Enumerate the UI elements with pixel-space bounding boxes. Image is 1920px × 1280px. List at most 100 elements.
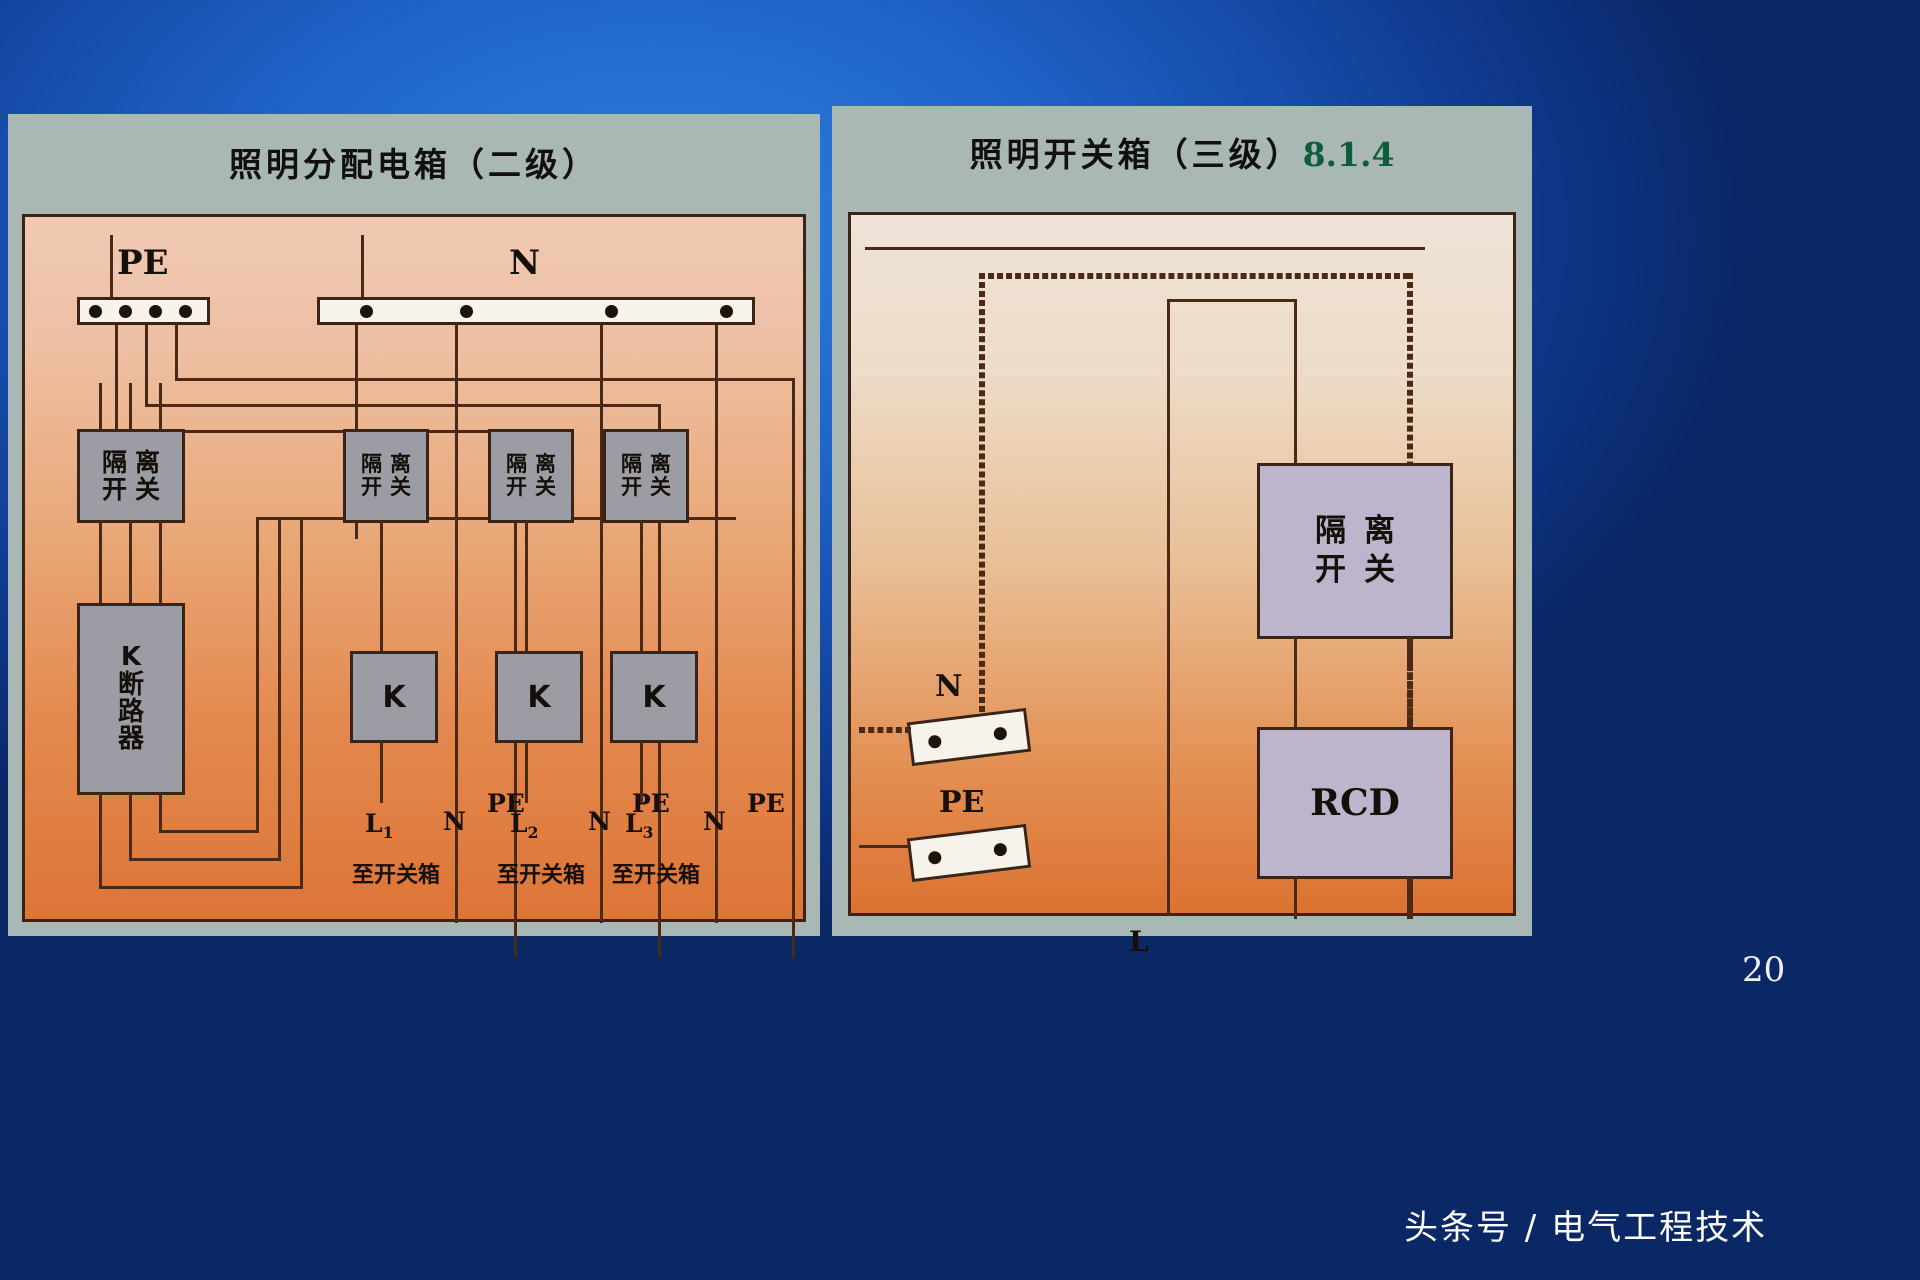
watermark: 头条号 / 电气工程技术 (1404, 1208, 1768, 1248)
branch-link-wire (640, 521, 643, 653)
pe-terminal-dot (993, 842, 1008, 857)
branch-phase-letter: L (625, 809, 643, 838)
branch-link-wire (525, 521, 528, 653)
section-number: 8.1.4 (1302, 135, 1395, 174)
right-panel: 照明开关箱（三级）8.1.4 隔 离 开 关 RCD (832, 106, 1532, 958)
pe-terminal-block (906, 823, 1032, 883)
phase-run-wire (1294, 299, 1297, 465)
branch-breaker-label: K (527, 679, 551, 715)
branch-breaker-block: K (495, 651, 583, 743)
right-isolator-char: 关 (1364, 552, 1395, 588)
right-isolator-char: 隔 (1315, 513, 1346, 549)
n-incoming-wire (361, 235, 364, 303)
main-breaker-char: K (120, 642, 142, 673)
top-bus-wire (865, 247, 1425, 250)
branch-isolator-char: 开 (506, 475, 527, 499)
n-terminal-dot (927, 734, 943, 749)
main-isolator-char: 关 (135, 475, 161, 504)
pe-branch-wire (115, 325, 118, 433)
branch-phase-letter: L (510, 809, 528, 838)
pe-terminal-dot (927, 850, 943, 865)
phase-run-wire (1167, 299, 1297, 302)
pe-terminal-dot (179, 305, 192, 318)
pe-terminal-dot (89, 305, 102, 318)
branch-phase-sub: 1 (382, 823, 394, 842)
left-panel: 照明分配电箱（二级） PE N (8, 114, 820, 958)
branch-phase-label: L2 (510, 809, 538, 842)
n-terminal-dashed-wire (859, 727, 911, 733)
branch-destination-label: 至开关箱 (612, 863, 701, 888)
branch-isolator-char: 离 (535, 452, 556, 476)
main-phase-wire (99, 383, 102, 431)
pe-incoming-wire (110, 235, 113, 303)
branch-isolator-block: 隔 离 开 关 (603, 429, 689, 523)
branch-isolator-char: 离 (650, 452, 671, 476)
branch-isolator-char: 关 (390, 475, 411, 499)
left-panel-title: 照明分配电箱（二级） (229, 145, 599, 184)
rcd-outgoing-wire (1294, 877, 1297, 919)
branch-neutral-label: N (443, 807, 466, 836)
pe-branch-wire (175, 325, 178, 381)
pe-bus-bar (77, 297, 210, 325)
main-outgoing-wire (129, 793, 132, 861)
pe-branch-wire (145, 404, 661, 407)
right-isolator-block: 隔 离 开 关 (1257, 463, 1453, 639)
right-isolator-char: 开 (1315, 552, 1346, 588)
branch-phase-sub: 2 (527, 823, 539, 842)
branch-breaker-label: K (382, 679, 406, 715)
main-outgoing-wire (129, 858, 281, 861)
rcd-block: RCD (1257, 727, 1453, 879)
n-terminal-dot (460, 305, 473, 318)
main-isolator-char: 开 (101, 475, 127, 504)
branch-phase-label: L1 (365, 809, 393, 842)
branch-isolator-char: 关 (650, 475, 671, 499)
pe-terminal-dot (119, 305, 132, 318)
branch-isolator-char: 开 (621, 475, 642, 499)
branch-isolator-block: 隔 离 开 关 (488, 429, 574, 523)
right-isolator-char: 离 (1364, 513, 1395, 549)
phase-run-wire (1167, 299, 1170, 915)
pe-dashed-route (979, 273, 1409, 279)
main-breaker-block: K 断 路 器 (77, 603, 185, 795)
pe-branch-wire (145, 325, 148, 407)
branch-outgoing-wire (525, 741, 528, 803)
main-outgoing-wire (278, 517, 281, 861)
main-outgoing-wire (159, 793, 162, 833)
branch-isolator-char: 关 (535, 475, 556, 499)
main-breaker-char: 器 (117, 724, 144, 755)
pe-terminal-wire (859, 845, 911, 848)
incoming-line-label: L (1129, 925, 1149, 958)
main-link-wire (99, 521, 102, 605)
pe-dashed-route (979, 273, 985, 721)
branch-breaker-block: K (350, 651, 438, 743)
page-number: 20 (1742, 950, 1786, 990)
right-panel-title: 照明开关箱（三级）8.1.4 (832, 128, 1532, 176)
main-phase-wire (159, 383, 162, 431)
branch-isolator-block: 隔 离 开 关 (343, 429, 429, 523)
n-terminal-dot (720, 305, 733, 318)
branch-destination-label: 至开关箱 (352, 863, 441, 888)
branch-neutral-label: N (703, 807, 726, 836)
branch-isolator-char: 离 (390, 452, 411, 476)
n-terminal-dot (993, 726, 1008, 741)
branch-neutral-label: N (588, 807, 611, 836)
branch-link-wire (380, 521, 383, 653)
main-phase-wire (129, 383, 132, 431)
pe-branch-wire (175, 378, 795, 381)
n-terminal-dot (605, 305, 618, 318)
branch-outgoing-wire (640, 741, 643, 803)
main-isolator-char: 离 (135, 448, 161, 477)
branch-isolator-char: 隔 (361, 452, 382, 476)
n-terminal-block (906, 707, 1032, 767)
main-isolator-block: 隔 离 开 关 (77, 429, 185, 523)
right-board: 隔 离 开 关 RCD N PE L (848, 212, 1516, 958)
n-branch-wire (455, 325, 458, 923)
branch-phase-sub: 3 (642, 823, 654, 842)
main-outgoing-wire (159, 830, 259, 833)
right-panel-title-text: 照明开关箱（三级） (969, 135, 1303, 174)
n-bus-label: N (509, 243, 541, 283)
terminal-pe-label: PE (939, 785, 985, 820)
n-branch-wire (600, 325, 603, 923)
branch-isolator-char: 隔 (621, 452, 642, 476)
terminal-n-label: N (935, 669, 963, 704)
